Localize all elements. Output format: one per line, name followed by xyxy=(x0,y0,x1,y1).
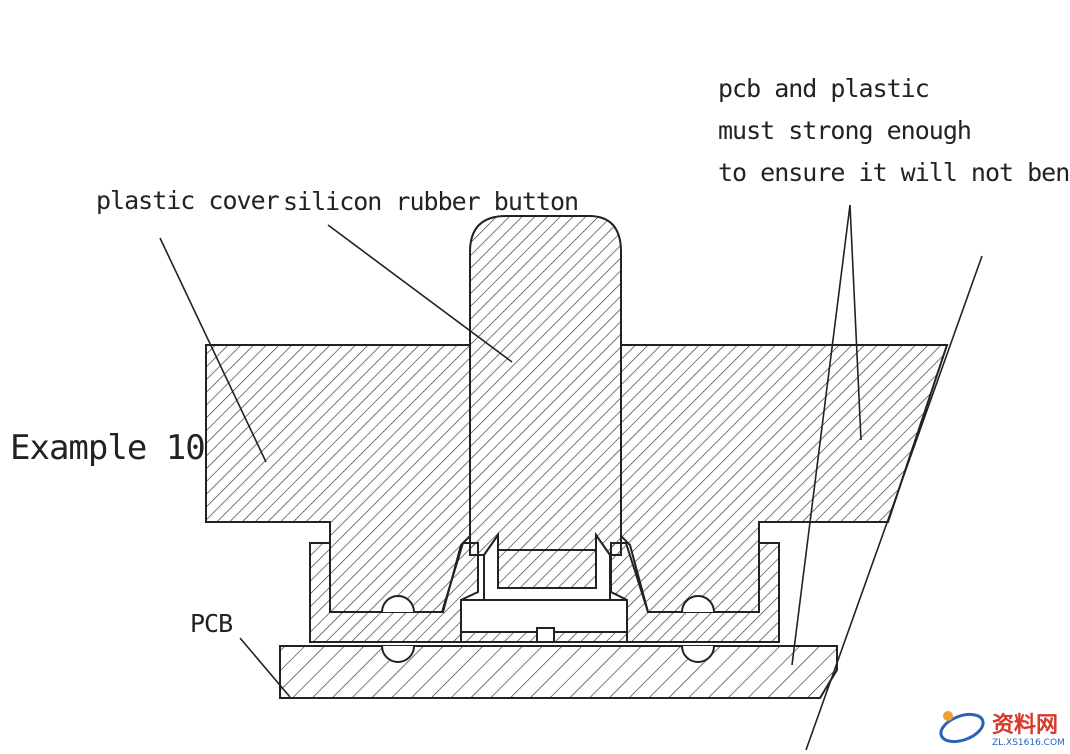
switch-contact xyxy=(536,627,555,643)
plastic-cover-right xyxy=(620,344,949,613)
watermark-dot-icon xyxy=(943,711,953,721)
watermark-swirl-icon xyxy=(939,712,985,744)
plastic-cover-label: plastic cover xyxy=(96,186,280,215)
example-label: Example 10 xyxy=(10,428,205,468)
note-line-1: pcb and plastic xyxy=(718,74,929,103)
bump-right-bottom xyxy=(681,645,715,663)
note-line-2: must strong enough xyxy=(718,116,971,145)
watermark-text: 资料网 xyxy=(992,713,1058,738)
plastic-cover-left xyxy=(205,344,471,613)
leader-note-c xyxy=(805,255,983,751)
silicon-button-label: silicon rubber button xyxy=(283,187,578,216)
dome-contact xyxy=(460,599,628,633)
bump-left-top xyxy=(381,595,415,613)
leader-note-a xyxy=(791,204,851,666)
leader-pcb xyxy=(239,637,291,698)
leader-plastic-cover xyxy=(159,237,267,463)
bump-right-top xyxy=(681,595,715,613)
silicon-button xyxy=(469,215,622,556)
watermark-url: ZL.XS1616.COM xyxy=(992,738,1065,748)
leader-silicon-button xyxy=(327,224,513,363)
button-contact-pad xyxy=(497,549,597,589)
pcb-label: PCB xyxy=(190,609,232,638)
watermark-logo: 资料网 ZL.XS1616.COM xyxy=(939,711,1065,748)
note-line-3: to ensure it will not bend xyxy=(718,158,1070,187)
pcb-board xyxy=(279,645,838,699)
bump-left-bottom xyxy=(381,645,415,663)
leader-note-b xyxy=(849,204,862,441)
